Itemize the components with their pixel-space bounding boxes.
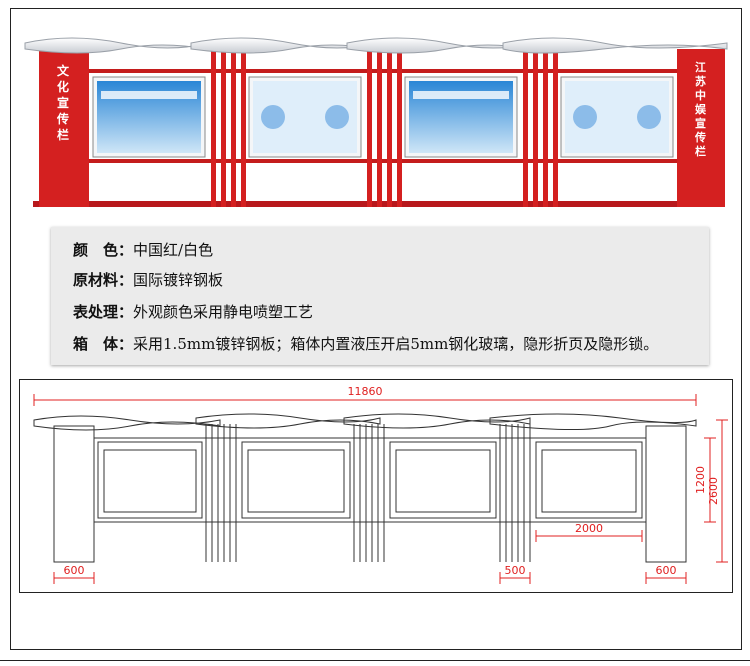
dim-overall-width: 11860 — [348, 385, 383, 398]
product-photo: 文化宣传栏 江苏中娱宣传栏 — [24, 37, 728, 207]
spec-box-body: 箱 体：采用1.5mm镀锌钢板；箱体内置液压开启5mm钢化玻璃，隐形折页及隐形锁… — [73, 335, 659, 353]
right-sign-text: 江苏中娱宣传栏 — [694, 60, 707, 158]
left-sign-text: 文化宣传栏 — [56, 63, 71, 142]
dim-right-pillar: 600 — [656, 564, 677, 577]
dim-box-height: 1200 — [694, 466, 707, 494]
spec-box: 颜 色：中国红/白色 原材料：国际镀锌钢板 表处理：外观颜色采用静电喷塑工艺 箱… — [51, 227, 709, 365]
dim-left-pillar: 600 — [64, 564, 85, 577]
technical-drawing: 11860 1200 2600 2000 600 500 600 — [19, 379, 733, 593]
dim-panel-width: 2000 — [575, 522, 603, 535]
dim-middle-pillar: 500 — [505, 564, 526, 577]
product-frame: 文化宣传栏 江苏中娱宣传栏 颜 色：中国红/白色 原材料：国际镀锌钢板 表处理：… — [10, 8, 742, 650]
bottom-divider — [0, 660, 750, 661]
spec-material: 原材料：国际镀锌钢板 — [73, 271, 224, 289]
spec-surface: 表处理：外观颜色采用静电喷塑工艺 — [73, 303, 314, 321]
spec-color: 颜 色：中国红/白色 — [73, 241, 214, 259]
dim-total-height: 2600 — [707, 477, 720, 505]
